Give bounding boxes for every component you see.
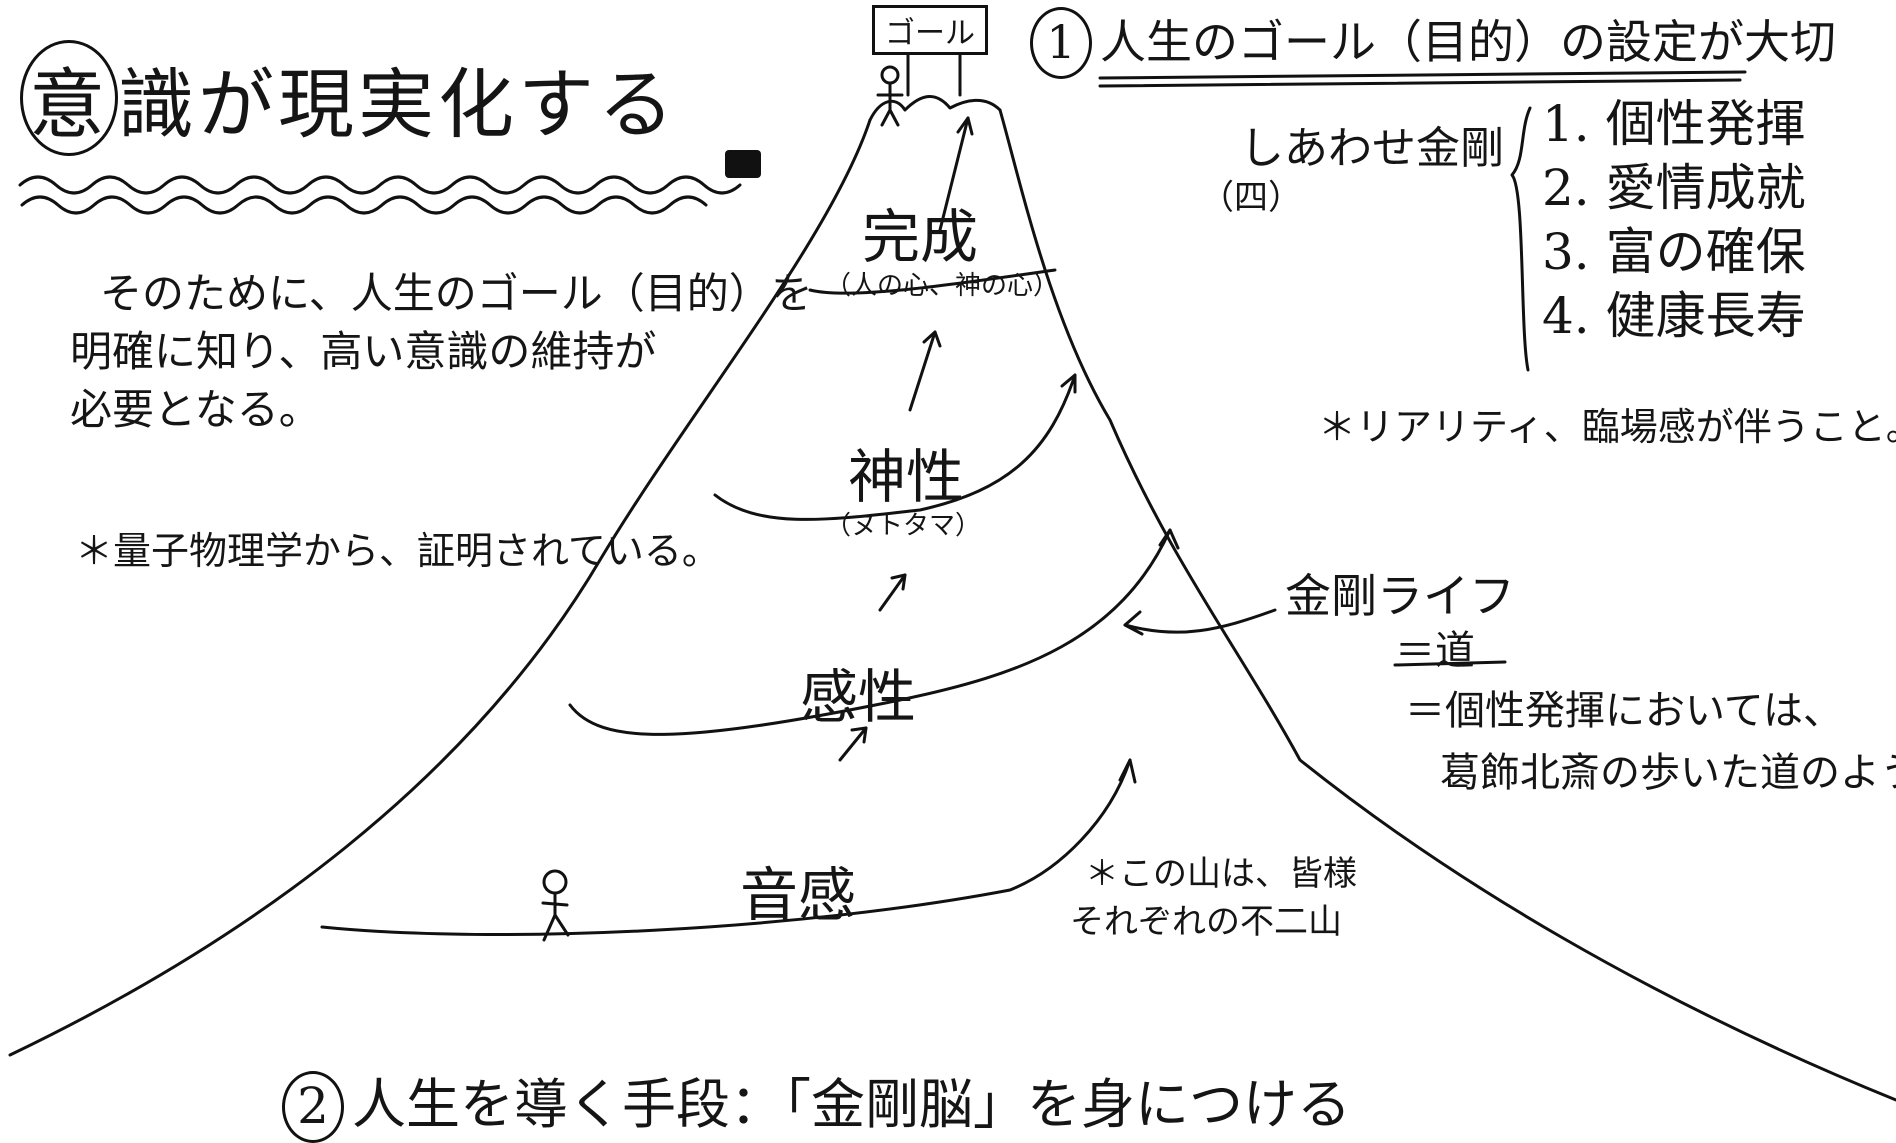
mountain-left-slope: [8, 118, 872, 1057]
mountain-note-line-2: それぞれの不二山: [1070, 902, 1342, 942]
level-label-kansei-complete: 完成: [862, 203, 979, 271]
intro-line-2: 明確に知り、高い意識の維持が: [70, 327, 657, 376]
kongo-life-eq: ＝道: [1395, 628, 1475, 674]
intro-line-1: そのために、人生のゴール（目的）を: [100, 269, 813, 318]
mountain-drawing: [8, 28, 1896, 1102]
section1-note: ＊リアリティ、臨場感が伴うこと。: [1318, 405, 1896, 449]
intro-line-3: 必要となる。: [70, 385, 321, 434]
section2-title: 人生を導く手段：「金剛脳」を身につける: [352, 1073, 1351, 1136]
title-wavy-underline: [18, 175, 742, 195]
kongo-life-label: 金剛ライフ: [1285, 569, 1515, 623]
level-curve-kansei: [568, 528, 1172, 736]
level-curve-shinsei: [713, 373, 1077, 521]
page-title: 意識が現実化する: [20, 40, 678, 156]
level-sub-complete: （人の心、神の心）: [825, 271, 1060, 301]
level-label-onkan: 音感: [740, 861, 857, 929]
goal-item-1: 1. 個性発揮: [1542, 95, 1806, 153]
goal-list: 1. 個性発揮 2. 愛情成就 3. 富の確保 4. 健康長寿: [1542, 92, 1806, 348]
intro-note: ＊量子物理学から、証明されている。: [75, 529, 720, 573]
kongo-life-detail: ＝個性発揮においては、 葛飾北斎の歩いた道のよう: [1405, 680, 1896, 804]
level-label-shinsei: 神性: [848, 443, 965, 511]
level-sub-shinsei: （ヌトタマ）: [825, 511, 982, 541]
intro-text: そのために、人生のゴール（目的）を 明確に知り、高い意識の維持が 必要となる。: [70, 265, 813, 439]
mountain-note-line-1: ＊この山は、皆様: [1085, 854, 1357, 894]
mountain-summit: [868, 95, 1002, 122]
level-curve-kansei-top: [808, 268, 1057, 295]
bracket-label: しあわせ金剛: [1240, 123, 1504, 174]
kongo-life-detail-line-2: 葛飾北斎の歩いた道のよう: [1440, 750, 1896, 796]
level-label-kansei: 感性: [800, 663, 917, 731]
boot-mark: [725, 150, 761, 178]
mountain-right-slope: [998, 108, 1896, 1102]
section1-number: 1: [1030, 7, 1092, 79]
kongo-life-detail-line-1: ＝個性発揮においては、: [1405, 688, 1843, 734]
goal-sign: ゴール: [872, 5, 988, 55]
section2-number: 2: [282, 1071, 344, 1143]
goal-item-4: 4. 健康長寿: [1542, 287, 1806, 345]
goal-item-3: 3. 富の確保: [1542, 223, 1806, 281]
level-curve-ontkan: [320, 758, 1132, 937]
section1-title: 人生のゴール（目的）の設定が大切: [1100, 15, 1836, 69]
goal-item-2: 2. 愛情成就: [1542, 159, 1806, 217]
bracket-label-sub: （四）: [1200, 178, 1302, 218]
title-rest: 識が現実化する: [118, 60, 678, 149]
mountain-note: ＊この山は、皆様 それぞれの不二山: [1070, 850, 1357, 946]
title-circled-char: 意: [20, 40, 118, 156]
